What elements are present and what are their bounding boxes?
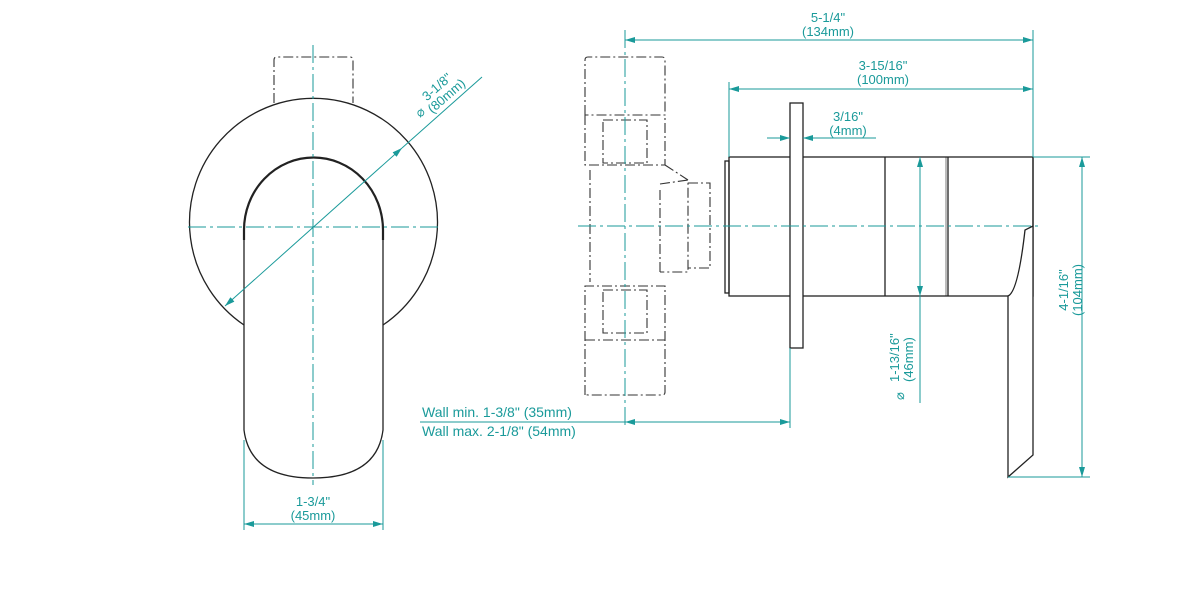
- width-inch: 1-3/4": [296, 494, 331, 509]
- total-depth-mm: (134mm): [802, 24, 854, 39]
- width-mm: (45mm): [291, 508, 336, 523]
- bottom-fitting: [584, 285, 666, 396]
- top-fitting: [584, 56, 666, 166]
- wall-min: Wall min. 1-3/8" (35mm): [422, 404, 572, 420]
- total-depth-inch: 5-1/4": [811, 10, 846, 25]
- body-diameter-symbol: ⌀: [892, 392, 907, 400]
- handle-body: [243, 240, 384, 479]
- height-inch: 4-1/16": [1056, 269, 1071, 311]
- wall-max: Wall max. 2-1/8" (54mm): [422, 423, 576, 439]
- plate-mm: (4mm): [829, 123, 867, 138]
- side-view: 5-1/4" (134mm) 3-15/16" (100mm) 3/16" (4…: [420, 10, 1090, 479]
- height-mm: (104mm): [1070, 264, 1085, 316]
- plate-inch: 3/16": [833, 109, 863, 124]
- body-depth-mm: (100mm): [857, 72, 909, 87]
- diameter-dimension-line: [224, 147, 403, 307]
- body-diameter-mm: (46mm): [901, 337, 916, 382]
- body-diameter-inch: 1-13/16": [887, 333, 902, 382]
- valve-tee: [589, 164, 711, 282]
- pipe-stub: [273, 56, 354, 103]
- body-depth-inch: 3-15/16": [859, 58, 908, 73]
- lever-handle: [1007, 157, 1034, 479]
- front-view: ⌀ 3-1/8" (80mm) 1-3/4" (45mm): [188, 45, 483, 530]
